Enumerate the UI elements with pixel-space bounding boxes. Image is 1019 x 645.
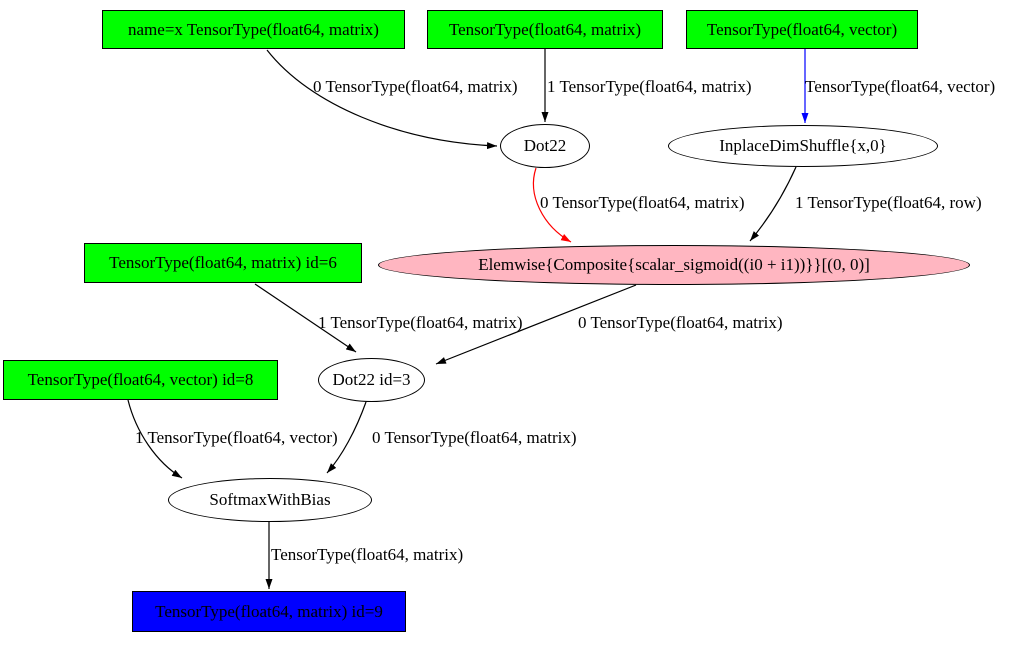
edge-label-x-to-dot22: 0 TensorType(float64, matrix): [313, 77, 518, 96]
node-elemwise-sigmoid: Elemwise{Composite{scalar_sigmoid((i0 + …: [378, 245, 970, 285]
edge-dot22id3-to-softmax: [326, 401, 367, 474]
edge-id8-to-softmax: [127, 399, 183, 479]
edge-label-v-to-dimshuffle: TensorType(float64, vector): [805, 77, 996, 96]
edge-x-to-dot22: [266, 49, 498, 150]
node-input-vector-id8: TensorType(float64, vector) id=8: [3, 360, 278, 400]
node-input-matrix: TensorType(float64, matrix): [427, 10, 663, 49]
edge-label-id8-to-softmax: 1 TensorType(float64, vector): [135, 428, 338, 447]
edge-label-dot22-to-elemwise: 0 TensorType(float64, matrix): [540, 193, 745, 212]
node-softmax-with-bias: SoftmaxWithBias: [168, 478, 372, 522]
edge-dot22-to-elemwise: [532, 167, 572, 243]
node-inplace-dimshuffle: InplaceDimShuffle{x,0}: [668, 125, 938, 167]
edge-id6-to-dot22id3: [254, 283, 357, 353]
node-dot22-id3: Dot22 id=3: [318, 358, 425, 402]
edge-label-dimshuffle-to-elemwise: 1 TensorType(float64, row): [795, 193, 982, 212]
node-input-x: name=x TensorType(float64, matrix): [102, 10, 405, 49]
edge-dimshuffle-to-elemwise: [749, 166, 797, 242]
edge-label-id6-to-dot22id3: 1 TensorType(float64, matrix): [318, 313, 523, 332]
node-dot22: Dot22: [500, 124, 590, 168]
node-input-matrix-id6: TensorType(float64, matrix) id=6: [84, 243, 362, 283]
edge-label-softmax-to-output: TensorType(float64, matrix): [271, 545, 464, 564]
node-input-vector: TensorType(float64, vector): [686, 10, 918, 49]
edge-label-w-to-dot22: 1 TensorType(float64, matrix): [547, 77, 752, 96]
edge-label-elemwise-to-dot22id3: 0 TensorType(float64, matrix): [578, 313, 783, 332]
edge-elemwise-to-dot22id3: [435, 284, 637, 365]
edge-label-dot22id3-to-softmax: 0 TensorType(float64, matrix): [372, 428, 577, 447]
node-output-matrix-id9: TensorType(float64, matrix) id=9: [132, 591, 406, 632]
